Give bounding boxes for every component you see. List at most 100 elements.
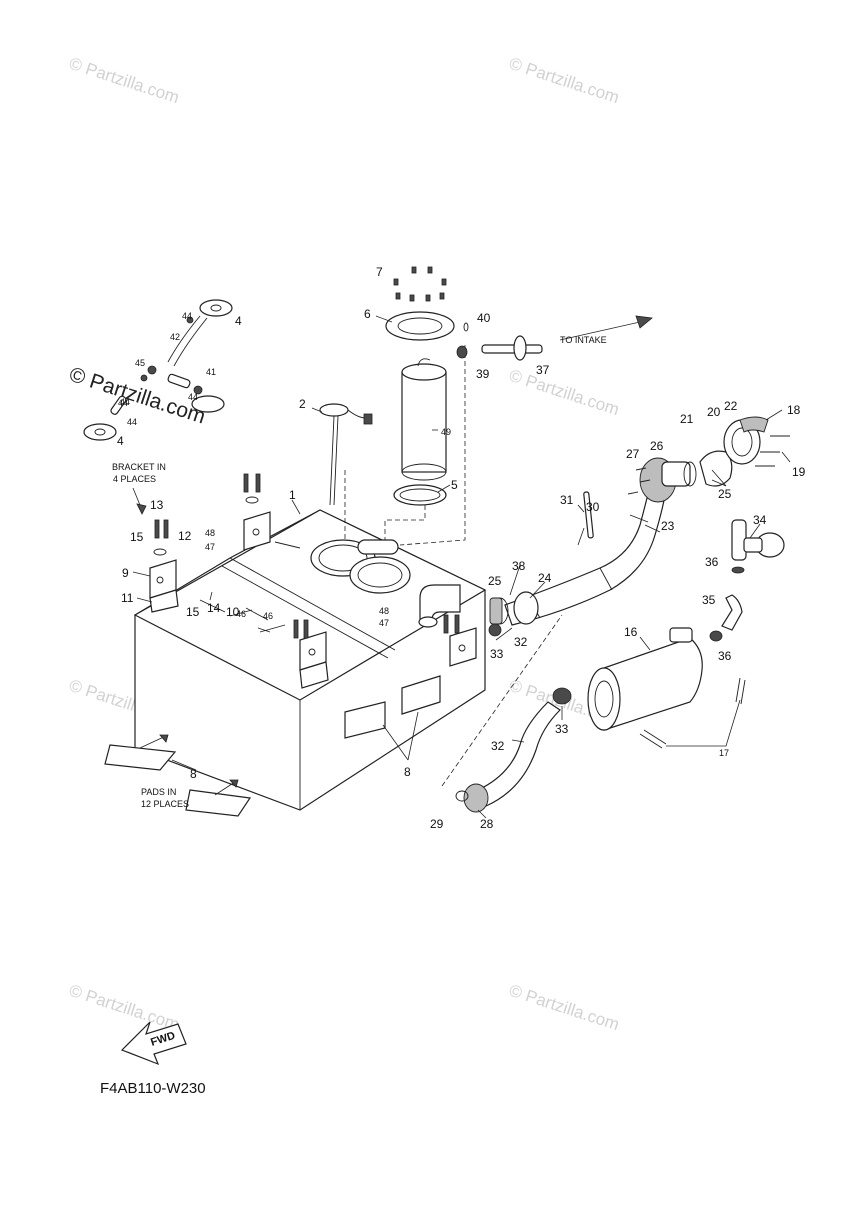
callout-8: 8	[404, 765, 411, 779]
bracket-note-line-2: 4 PLACES	[113, 474, 156, 484]
callout-35: 35	[702, 593, 716, 607]
callout-24: 24	[538, 571, 552, 585]
intake-note: TO INTAKE	[560, 335, 607, 345]
callout-36: 36	[705, 555, 719, 569]
callout-46: 46	[263, 611, 273, 621]
callout-42: 42	[170, 332, 180, 342]
callout-5: 5	[451, 478, 458, 492]
pump-screws	[393, 266, 447, 302]
callout-23: 23	[661, 519, 675, 533]
callout-21: 21	[680, 412, 694, 426]
screw	[393, 278, 399, 286]
callout-33: 33	[555, 722, 569, 736]
callout-48: 48	[379, 606, 389, 616]
callout-17: 17	[719, 748, 729, 758]
screw	[411, 266, 417, 274]
callout-31: 31	[560, 493, 574, 507]
screw	[395, 292, 401, 300]
tank-pads	[104, 734, 252, 817]
callout-15: 15	[186, 605, 200, 619]
callout-1: 1	[289, 488, 296, 502]
hose-strap	[577, 491, 594, 546]
forward-arrow	[120, 1021, 187, 1066]
watermark: © Partzilla.com	[507, 54, 622, 107]
callout-27: 27	[626, 447, 640, 461]
callout-47: 47	[379, 618, 389, 628]
watermark: © Partzilla.com	[507, 366, 622, 419]
screw	[439, 292, 445, 300]
callout-20: 20	[707, 405, 721, 419]
callout-28: 28	[480, 817, 494, 831]
watermark: © Partzilla.com	[67, 54, 182, 107]
callout-25: 25	[718, 487, 732, 501]
callout-18: 18	[787, 403, 801, 417]
vent-hose-assembly	[83, 299, 233, 441]
lower-hose	[441, 597, 572, 813]
callout-26: 26	[650, 439, 664, 453]
pads-note-line-2: 12 PLACES	[141, 799, 189, 809]
callout-33: 33	[490, 647, 504, 661]
callout-39: 39	[476, 367, 490, 381]
tank-bracket-left	[149, 511, 477, 689]
fuel-pump-module	[344, 311, 466, 546]
callout-36: 36	[718, 649, 732, 663]
callout-10: 10	[226, 605, 240, 619]
screw	[427, 266, 433, 274]
callout-48: 48	[205, 528, 215, 538]
callout-13: 13	[150, 498, 164, 512]
callout-37: 37	[536, 363, 550, 377]
callout-22: 22	[724, 399, 738, 413]
screw	[425, 294, 431, 302]
diagram-code: F4AB110-W230	[100, 1080, 206, 1097]
callout-12: 12	[178, 529, 192, 543]
callout-49: 49	[441, 427, 451, 437]
screw	[441, 278, 447, 286]
callout-9: 9	[122, 566, 129, 580]
filler-neck	[627, 416, 790, 503]
fuel-filter	[587, 627, 746, 749]
callout-40: 40	[477, 311, 491, 325]
callout-41: 41	[206, 367, 216, 377]
callout-14: 14	[207, 601, 221, 615]
callout-44: 44	[120, 397, 130, 407]
callout-15: 15	[130, 530, 144, 544]
callout-46: 46	[236, 609, 246, 619]
intake-fittings	[456, 315, 653, 361]
callout-4: 4	[235, 314, 242, 328]
bracket-bolts	[153, 473, 460, 639]
callout-38: 38	[512, 559, 526, 573]
callout-45: 45	[135, 358, 145, 368]
callout-32: 32	[514, 635, 528, 649]
callout-29: 29	[430, 817, 444, 831]
callout-16: 16	[624, 625, 638, 639]
watermark: © Partzilla.com	[507, 981, 622, 1034]
callout-30: 30	[586, 500, 600, 514]
callout-44: 44	[188, 392, 198, 402]
watermark-dark: © Partzilla.com	[66, 363, 208, 429]
vent-check-assembly	[709, 519, 785, 642]
screw	[409, 294, 415, 302]
callout-8: 8	[190, 767, 197, 781]
callout-47: 47	[205, 542, 215, 552]
callout-6: 6	[364, 307, 371, 321]
callout-19: 19	[792, 465, 806, 479]
callout-44: 44	[127, 417, 137, 427]
watermark: © Partzilla.com	[67, 981, 182, 1034]
callout-4: 4	[117, 434, 124, 448]
leader-lines	[132, 315, 791, 819]
bracket-note-line-1: BRACKET IN	[112, 462, 166, 472]
callout-34: 34	[753, 513, 767, 527]
callout-32: 32	[491, 739, 505, 753]
callout-25: 25	[488, 574, 502, 588]
filler-hose	[418, 484, 667, 628]
callout-11: 11	[121, 591, 134, 605]
fuel-sender	[319, 403, 373, 506]
callout-2: 2	[299, 397, 306, 411]
callout-44: 44	[118, 398, 128, 408]
pads-note-line-1: PADS IN	[141, 787, 176, 797]
callout-7: 7	[376, 265, 383, 279]
callout-44: 44	[182, 311, 192, 321]
